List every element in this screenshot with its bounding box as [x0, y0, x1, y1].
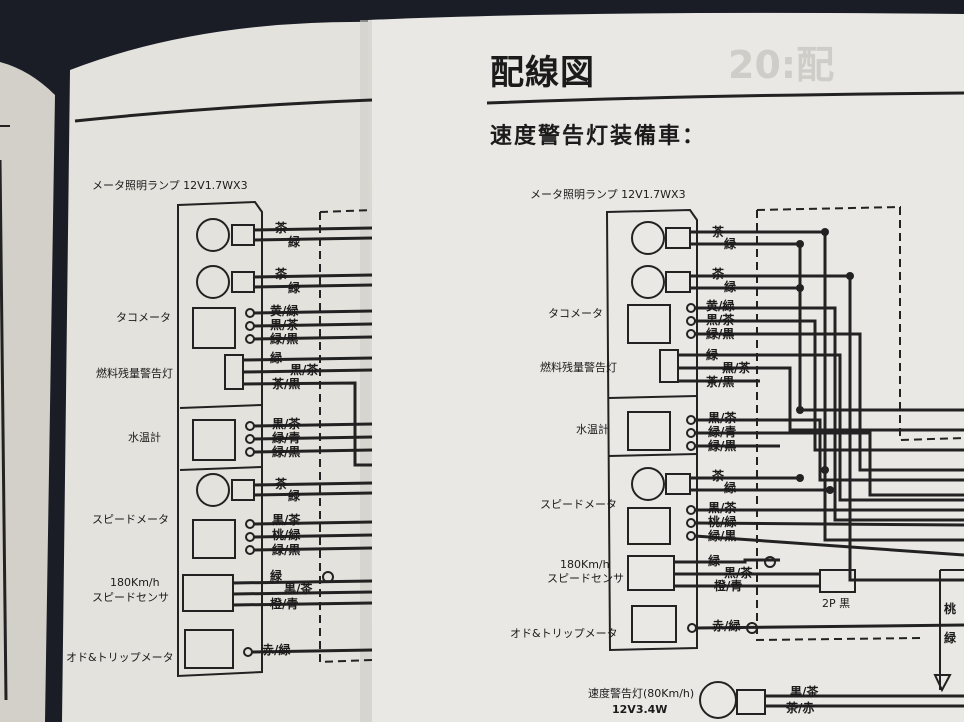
wire-label: 黒/茶 — [270, 318, 299, 332]
wire-label: 黒/茶 — [708, 501, 737, 515]
left-speed-sensor-label-2: スピードセンサ — [92, 591, 169, 604]
left-page — [62, 21, 372, 722]
wire-label: 茶 — [275, 221, 288, 235]
tachometer-label: タコメータ — [548, 307, 603, 320]
left-page-edge — [0, 62, 55, 722]
wire-label: 茶/黒 — [706, 375, 735, 389]
wire-label: 黒/茶 — [790, 685, 819, 699]
left-fuel-warning-label: 燃料残量警告灯 — [96, 367, 173, 380]
wire-label: 桃/緑 — [272, 528, 301, 542]
wire-peach-label: 桃 — [944, 602, 957, 616]
wire-label: 緑/黒 — [708, 529, 737, 543]
wire-label: 緑/黒 — [706, 327, 735, 341]
wire-label: 緑/黒 — [270, 332, 299, 346]
wire-label: 緑 — [288, 235, 301, 249]
wire-label: 黒/茶 — [272, 417, 301, 431]
wire-label: 緑/青 — [708, 425, 737, 439]
sliver-line — [0, 159, 8, 701]
title-rule — [486, 91, 964, 105]
fuel-warning-label: 燃料残量警告灯 — [540, 361, 617, 374]
wire-label: 赤/緑 — [712, 619, 741, 633]
speed-warning-lamp-label: 速度警告灯(80Km/h) — [588, 687, 695, 700]
wire-label: 黒/茶 — [722, 361, 751, 375]
odo-trip-label: オド&トリップメータ — [510, 627, 618, 640]
connector-2p-label: 2P 黒 — [822, 597, 851, 610]
wire-label: 黄/緑 — [270, 304, 299, 318]
wire-label: 緑/青 — [272, 431, 301, 445]
ghost-header: 20:配 — [728, 43, 835, 87]
left-speedometer-label: スピードメータ — [92, 513, 169, 526]
lamp-spec-label: メータ照明ランプ 12V1.7WX3 — [530, 188, 686, 201]
wire-label: 緑/黒 — [708, 439, 737, 453]
left-odo-trip-label: オド&トリップメータ — [66, 651, 174, 664]
left-diagram — [177, 200, 373, 678]
wire-label: 緑/黒 — [272, 543, 301, 557]
wire-label: 黒/茶 — [706, 313, 735, 327]
wire-label: 緑 — [724, 237, 737, 251]
wire-label: 緑 — [288, 489, 301, 503]
right-wires — [674, 230, 964, 708]
wire-label: 茶 — [275, 267, 288, 281]
left-speed-sensor-label-1: 180Km/h — [110, 576, 160, 589]
wire-label: 茶 — [712, 225, 725, 239]
wire-label: 茶/赤 — [786, 701, 815, 715]
left-tachometer-label: タコメータ — [116, 311, 171, 324]
wire-label: 茶 — [712, 267, 725, 281]
left-header-rule — [74, 98, 373, 123]
left-water-temp-label: 水温計 — [128, 431, 161, 444]
wire-label: 桃/緑 — [708, 515, 737, 529]
left-wires — [232, 226, 373, 654]
wire-label: 緑 — [708, 554, 721, 568]
wire-label: 茶 — [712, 469, 725, 483]
wire-label: 緑/黒 — [272, 445, 301, 459]
wire-label: 黒/茶 — [284, 582, 313, 596]
wire-label: 緑 — [706, 348, 719, 362]
page-subtitle: 速度警告灯装備車： — [490, 124, 707, 149]
water-temp-label: 水温計 — [576, 423, 609, 436]
wire-label: 橙/青 — [270, 597, 299, 611]
speed-sensor-label-1: 180Km/h — [560, 558, 610, 571]
wire-green-label: 緑 — [944, 631, 957, 645]
wire-label: 緑 — [270, 351, 283, 365]
wire-label: 黒/茶 — [290, 363, 319, 377]
wire-label: 黒/茶 — [724, 566, 753, 580]
page-title: 配線図 — [490, 53, 595, 93]
wire-label: 緑 — [288, 281, 301, 295]
right-page — [368, 12, 964, 722]
speed-warning-spec-label: 12V3.4W — [612, 703, 668, 716]
wire-label: 赤/緑 — [262, 643, 291, 657]
wire-label: 黒/茶 — [708, 411, 737, 425]
wire-label: 緑 — [270, 569, 283, 583]
wire-label: 黄/緑 — [706, 299, 735, 313]
left-lamp-spec-label: メータ照明ランプ 12V1.7WX3 — [92, 179, 248, 192]
speedometer-label: スピードメータ — [540, 498, 617, 511]
junction-dots — [322, 228, 854, 634]
wire-label: 茶 — [275, 477, 288, 491]
wire-label: 茶/黒 — [272, 377, 301, 391]
wire-label: 黒/茶 — [272, 513, 301, 527]
wire-label: 橙/青 — [714, 579, 743, 593]
wire-label: 緑 — [724, 481, 737, 495]
wire-label: 緑 — [724, 280, 737, 294]
speed-sensor-label-2: スピードセンサ — [547, 572, 624, 585]
